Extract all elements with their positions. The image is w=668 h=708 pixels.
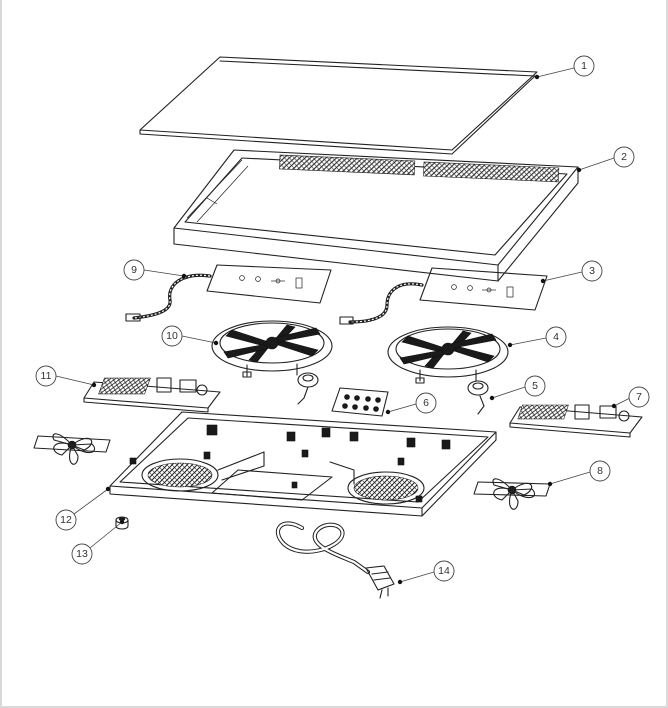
callout-8-label: 8 <box>597 465 603 477</box>
part-display-board <box>331 387 389 417</box>
part-power-board-left <box>83 377 221 413</box>
part-cooling-fan-left <box>33 433 111 465</box>
callout-4: 4 <box>545 326 567 348</box>
part-temperature-sensor-left <box>297 372 319 405</box>
callout-11: 11 <box>35 365 57 387</box>
callout-4-label: 4 <box>553 331 559 343</box>
callout-2: 2 <box>613 146 635 168</box>
callout-1: 1 <box>573 55 595 77</box>
part-induction-coil-right <box>387 326 509 384</box>
part-induction-coil-left <box>211 320 333 378</box>
callout-3-label: 3 <box>589 265 595 277</box>
callout-2-label: 2 <box>621 151 627 163</box>
callout-12: 12 <box>55 509 77 531</box>
callout-12-label: 12 <box>60 514 72 526</box>
part-cooling-fan <box>473 478 551 510</box>
callout-9: 9 <box>123 259 145 281</box>
part-power-cord <box>275 521 395 599</box>
callout-10: 10 <box>161 325 183 347</box>
callout-3: 3 <box>581 260 603 282</box>
callout-5: 5 <box>524 375 546 397</box>
part-control-panel-left <box>125 264 332 322</box>
part-glass-top-plate <box>139 56 538 155</box>
callout-5-label: 5 <box>532 380 538 392</box>
callout-13: 13 <box>71 543 93 565</box>
callout-1-label: 1 <box>581 60 587 72</box>
part-bottom-housing <box>109 411 497 517</box>
callout-6-label: 6 <box>423 397 429 409</box>
part-rubber-foot <box>115 516 129 530</box>
part-top-frame <box>173 149 579 282</box>
callout-6: 6 <box>415 392 437 414</box>
part-temperature-sensor <box>467 380 489 415</box>
callout-10-label: 10 <box>166 330 178 342</box>
part-power-board-right <box>509 404 643 438</box>
callout-9-label: 9 <box>131 264 137 276</box>
callout-13-label: 13 <box>76 548 88 560</box>
callout-11-label: 11 <box>41 370 52 382</box>
part-control-panel-right <box>339 267 548 325</box>
callout-14-label: 14 <box>438 565 450 577</box>
callout-8: 8 <box>589 460 611 482</box>
callout-7-label: 7 <box>636 391 642 403</box>
callout-7: 7 <box>628 386 650 408</box>
leader-lines <box>55 67 631 585</box>
callout-14: 14 <box>433 560 455 582</box>
